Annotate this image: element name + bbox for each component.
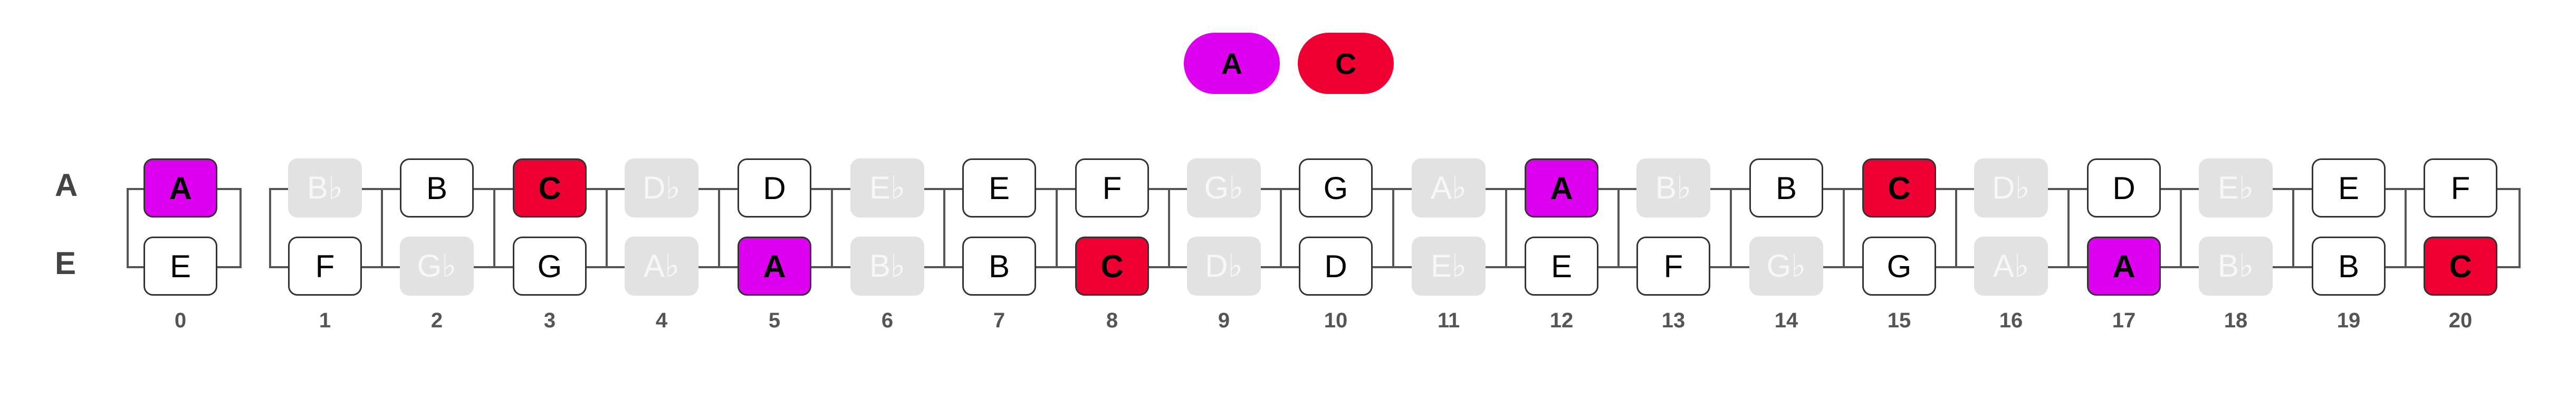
note-e-fret-12[interactable]: E (1525, 237, 1598, 296)
note-a-fret-18[interactable]: E♭ (2199, 158, 2273, 218)
note-e-fret-8[interactable]: C (1075, 237, 1149, 296)
fret-number: 15 (1887, 309, 1911, 332)
fret-number: 9 (1218, 309, 1230, 332)
note-a-fret-7[interactable]: E (962, 158, 1036, 218)
note-a-fret-3[interactable]: C (513, 158, 587, 218)
fret-line (269, 188, 271, 268)
legend-chip-c: C (1298, 33, 1394, 94)
fret-line (2067, 188, 2070, 268)
fret-number: 14 (1774, 309, 1798, 332)
note-e-fret-15[interactable]: G (1862, 237, 1936, 296)
note-a-fret-12[interactable]: A (1525, 158, 1598, 218)
note-a-fret-8[interactable]: F (1075, 158, 1149, 218)
fret-line (1168, 188, 1170, 268)
fret-line (1843, 188, 1845, 268)
string-label-e: E (55, 246, 76, 281)
fret-number: 4 (655, 309, 668, 332)
fret-number: 6 (881, 309, 894, 332)
fret-number: 13 (1661, 309, 1686, 332)
note-e-fret-10[interactable]: D (1299, 237, 1373, 296)
note-a-fret-9[interactable]: G♭ (1187, 158, 1261, 218)
fret-line (1056, 188, 1058, 268)
note-e-fret-19[interactable]: B (2312, 237, 2386, 296)
fret-line (2405, 188, 2407, 268)
note-a-fret-1[interactable]: B♭ (288, 158, 362, 218)
legend-chip-a: A (1184, 33, 1280, 94)
fret-number: 16 (1999, 309, 2023, 332)
fret-number: 8 (1106, 309, 1118, 332)
fret-number: 11 (1437, 309, 1460, 332)
fret-number: 10 (1324, 309, 1348, 332)
note-e-fret-6[interactable]: B♭ (850, 237, 924, 296)
note-a-fret-15[interactable]: C (1862, 158, 1936, 218)
fret-line (1730, 188, 1732, 268)
fret-number: 7 (993, 309, 1005, 332)
string-label-a: A (55, 167, 78, 203)
fret-line (2180, 188, 2182, 268)
fret-number: 3 (543, 309, 556, 332)
nut-line (127, 188, 129, 268)
note-a-fret-0[interactable]: A (143, 158, 217, 218)
note-e-fret-14[interactable]: G♭ (1749, 237, 1823, 296)
fret-line (943, 188, 945, 268)
note-e-fret-2[interactable]: G♭ (400, 237, 474, 296)
note-e-fret-20[interactable]: C (2424, 237, 2497, 296)
note-a-fret-6[interactable]: E♭ (850, 158, 924, 218)
note-a-fret-13[interactable]: B♭ (1636, 158, 1710, 218)
note-a-fret-4[interactable]: D♭ (625, 158, 698, 218)
note-e-fret-18[interactable]: B♭ (2199, 237, 2273, 296)
note-a-fret-16[interactable]: D♭ (1974, 158, 2048, 218)
note-a-fret-11[interactable]: A♭ (1412, 158, 1486, 218)
fret-line (1505, 188, 1507, 268)
fret-line (2518, 188, 2521, 268)
note-e-fret-11[interactable]: E♭ (1412, 237, 1486, 296)
fret-number: 5 (768, 309, 781, 332)
note-e-fret-7[interactable]: B (962, 237, 1036, 296)
note-e-fret-1[interactable]: F (288, 237, 362, 296)
fret-line (831, 188, 833, 268)
fret-line (606, 188, 608, 268)
fret-number: 19 (2336, 309, 2361, 332)
note-e-fret-5[interactable]: A (738, 237, 811, 296)
fret-number: 17 (2112, 309, 2136, 332)
note-e-fret-4[interactable]: A♭ (625, 237, 698, 296)
note-e-fret-0[interactable]: E (143, 237, 217, 296)
fret-number: 20 (2448, 309, 2473, 332)
fret-number: 1 (319, 309, 331, 332)
note-e-fret-16[interactable]: A♭ (1974, 237, 2048, 296)
fret-line (718, 188, 720, 268)
fret-line (381, 188, 383, 268)
note-e-fret-13[interactable]: F (1636, 237, 1710, 296)
fret-line (1955, 188, 1957, 268)
note-a-fret-17[interactable]: D (2087, 158, 2161, 218)
note-a-fret-19[interactable]: E (2312, 158, 2386, 218)
note-e-fret-17[interactable]: A (2087, 237, 2161, 296)
note-a-fret-14[interactable]: B (1749, 158, 1823, 218)
fret-number: 2 (430, 309, 443, 332)
fret-number: 18 (2224, 309, 2248, 332)
nut-line (240, 188, 242, 268)
fret-number: 12 (1549, 309, 1574, 332)
fret-line (1617, 188, 1620, 268)
note-e-fret-9[interactable]: D♭ (1187, 237, 1261, 296)
note-a-fret-10[interactable]: G (1299, 158, 1373, 218)
fret-number: 0 (174, 309, 187, 332)
fret-line (1280, 188, 1282, 268)
note-a-fret-2[interactable]: B (400, 158, 474, 218)
fret-line (1392, 188, 1394, 268)
fret-line (2292, 188, 2294, 268)
note-a-fret-20[interactable]: F (2424, 158, 2497, 218)
note-e-fret-3[interactable]: G (513, 237, 587, 296)
fret-line (493, 188, 495, 268)
note-a-fret-5[interactable]: D (738, 158, 811, 218)
